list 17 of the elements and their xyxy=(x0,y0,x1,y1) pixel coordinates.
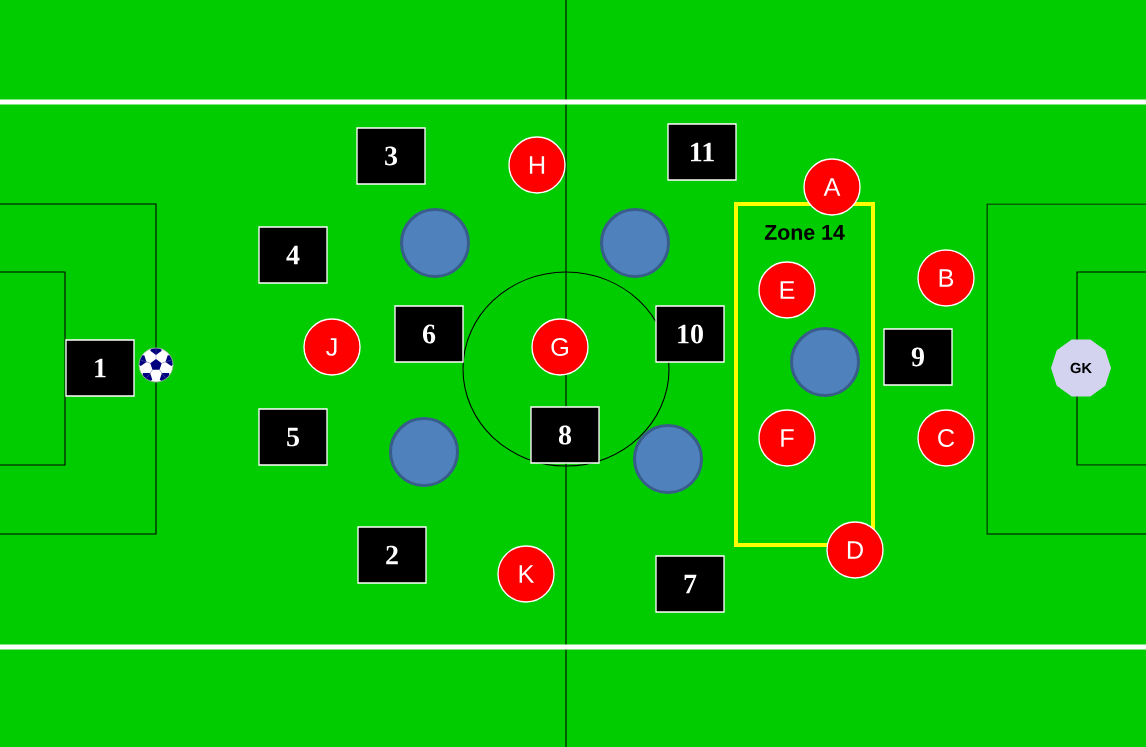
number-square: 2 xyxy=(357,526,427,584)
plain-circle xyxy=(400,208,470,278)
plain-circle xyxy=(600,208,670,278)
number-square: 7 xyxy=(655,555,725,613)
plain-circle xyxy=(389,417,459,487)
number-square: 11 xyxy=(667,123,737,181)
number-square: 3 xyxy=(356,127,426,185)
number-square: 6 xyxy=(394,305,464,363)
number-square: 5 xyxy=(258,408,328,466)
number-square: 10 xyxy=(655,305,725,363)
number-square: 9 xyxy=(883,328,953,386)
number-square: 1 xyxy=(65,339,135,397)
plain-circle xyxy=(790,327,860,397)
number-square: 4 xyxy=(258,226,328,284)
goalkeeper-decagon: GK xyxy=(1051,339,1111,397)
plain-circle xyxy=(633,424,703,494)
number-square: 8 xyxy=(530,406,600,464)
